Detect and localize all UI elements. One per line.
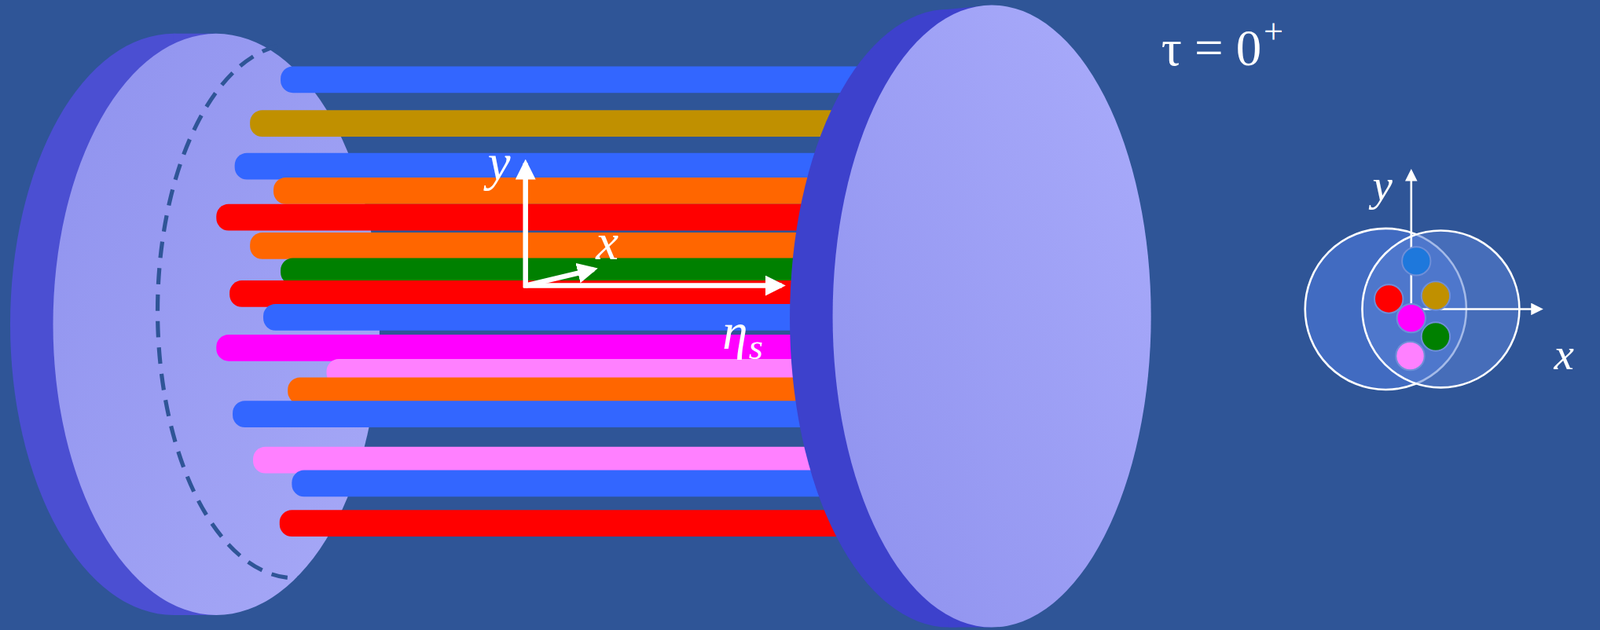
flux-tube (232, 400, 878, 428)
time-superscript: + (1263, 14, 1284, 49)
time-label: τ = 0 (1161, 22, 1263, 74)
axis-label: η (722, 306, 748, 358)
flux-tube (216, 204, 878, 232)
right-nucleus (789, 4, 1152, 628)
flux-tube (287, 377, 878, 404)
flux-tube (263, 304, 878, 331)
axis-label: y (488, 136, 511, 188)
flux-tube (279, 510, 878, 537)
flux-tube (280, 66, 878, 93)
axis-subscript: s (748, 328, 764, 366)
flux-tube (253, 447, 878, 474)
axes (523, 163, 782, 288)
transverse-inset (1305, 171, 1542, 390)
flux-tube (291, 470, 878, 498)
axis-label: y (1372, 163, 1392, 209)
flux-tube (249, 110, 878, 137)
axis-label: x (595, 216, 619, 268)
flux-tube (273, 177, 878, 205)
axis-label: x (1554, 332, 1575, 378)
flux-tube (249, 232, 878, 260)
flux-tube (229, 280, 878, 308)
flux-tube (216, 334, 878, 362)
flux-tubes (216, 66, 878, 537)
flux-tube (234, 153, 878, 180)
